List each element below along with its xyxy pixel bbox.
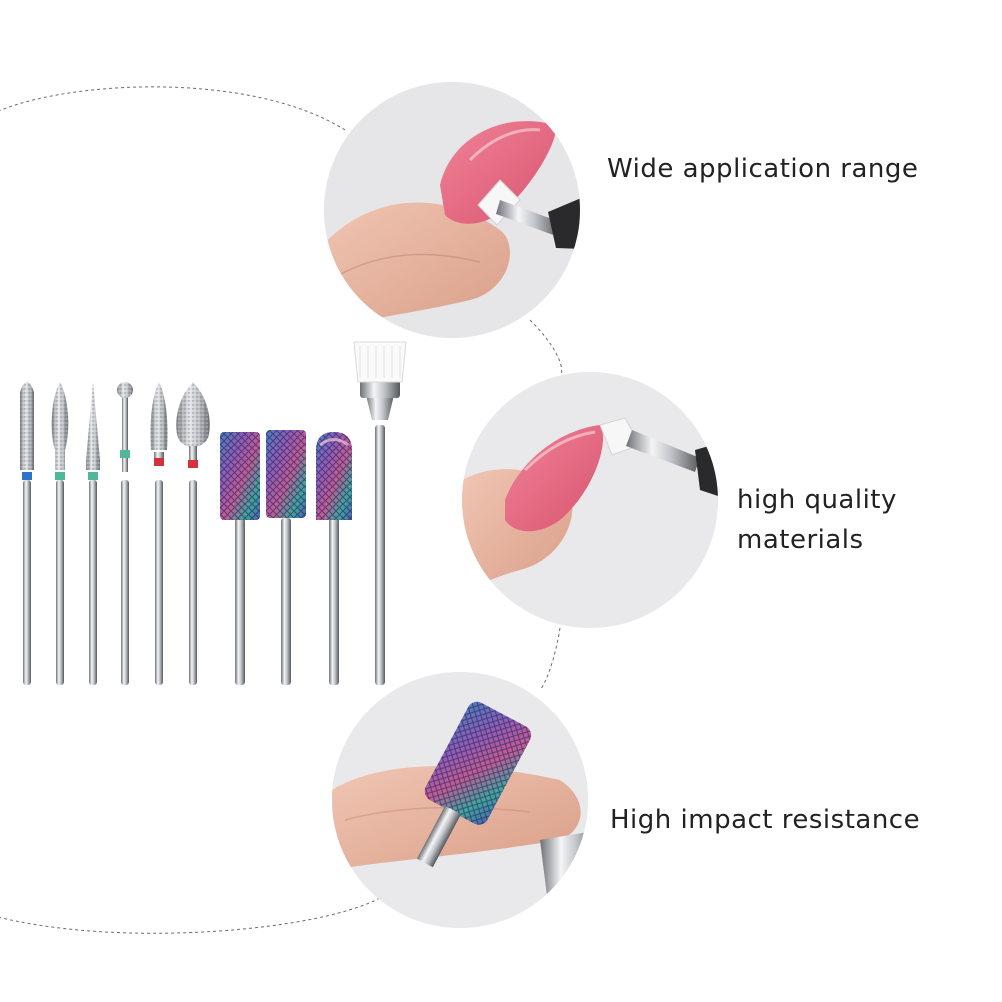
color-band: [22, 472, 32, 480]
metal-shank: [496, 200, 560, 236]
diamond-bit-2: [51, 382, 69, 685]
color-band: [88, 472, 98, 480]
finger: [324, 202, 510, 330]
diamond-bit-5: [150, 382, 168, 685]
diamond-bit-4: [117, 382, 133, 685]
feature-label-line: High impact resistance: [610, 805, 921, 835]
color-band: [55, 472, 65, 480]
feature-label-line: materials: [737, 525, 864, 555]
brush-head: [477, 179, 521, 226]
color-band: [154, 458, 164, 466]
carbide-bit-1: [220, 432, 260, 685]
metal-shank: [626, 430, 700, 472]
pink-nail: [505, 425, 604, 532]
feature-circle-application: [324, 82, 580, 338]
diamond-bit-6: [176, 382, 210, 685]
drill-bits-set: [20, 341, 407, 685]
carbide-bit-3: [316, 432, 352, 685]
feature-label-quality: high quality materials: [737, 480, 897, 560]
pink-nail: [440, 121, 556, 224]
brush-bit: [353, 341, 407, 685]
feature-label-impact: High impact resistance: [610, 800, 920, 840]
color-band: [120, 450, 130, 458]
carbide-bit-2: [266, 430, 306, 685]
carbide-bit: [416, 701, 532, 868]
feature-label-line: high quality: [737, 485, 897, 515]
feature-label-application: Wide application range: [607, 149, 918, 189]
diamond-bit-1: [20, 382, 34, 685]
color-band: [188, 460, 198, 468]
drill-handpiece: [548, 190, 580, 250]
drill-handpiece: [695, 440, 718, 500]
diamond-bit-3: [86, 382, 100, 685]
dashed-arc: [0, 86, 563, 934]
feature-label-line: Wide application range: [607, 154, 919, 184]
drill-collar: [540, 830, 588, 920]
feature-circle-quality: [462, 372, 718, 628]
feature-circle-impact: [332, 672, 588, 928]
